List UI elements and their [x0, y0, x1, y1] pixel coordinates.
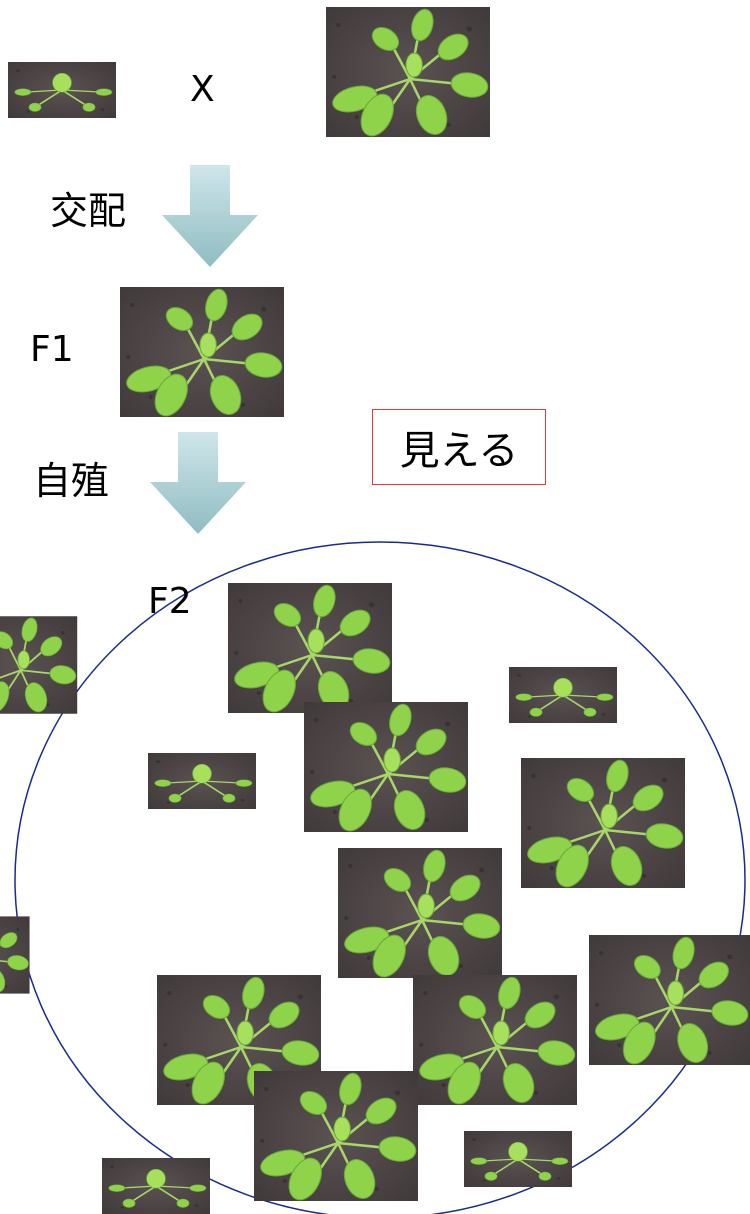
f2-plant [0, 1032, 77, 1162]
mating-label: 交配 [50, 189, 127, 233]
f2-plant [304, 702, 468, 832]
f2-plant-small [102, 1158, 210, 1214]
mating-arrow [160, 165, 260, 270]
f2-label: F2 [148, 581, 192, 622]
f2-plant [338, 848, 502, 978]
parent-large-plant [326, 7, 490, 137]
f2-plant-small [509, 667, 617, 723]
visible-phenotype-callout: 見える [372, 409, 546, 485]
f2-plant [0, 890, 94, 1020]
f2-plant [589, 935, 750, 1065]
f2-plant [0, 600, 116, 730]
callout-text: 見える [399, 428, 519, 474]
f1-label: F1 [30, 329, 74, 370]
f2-plant [521, 758, 685, 888]
selfing-arrow [148, 432, 248, 537]
selfing-label: 自殖 [33, 459, 110, 503]
f2-plant [0, 740, 55, 870]
f2-plant-small [464, 1131, 572, 1187]
parent-small-plant [8, 62, 116, 118]
f1-plant [120, 287, 284, 417]
f2-plant [228, 583, 392, 713]
f2-plant [254, 1071, 418, 1201]
cross-symbol: X [190, 69, 215, 110]
f2-plant [413, 975, 577, 1105]
f2-plant-small [148, 753, 256, 809]
